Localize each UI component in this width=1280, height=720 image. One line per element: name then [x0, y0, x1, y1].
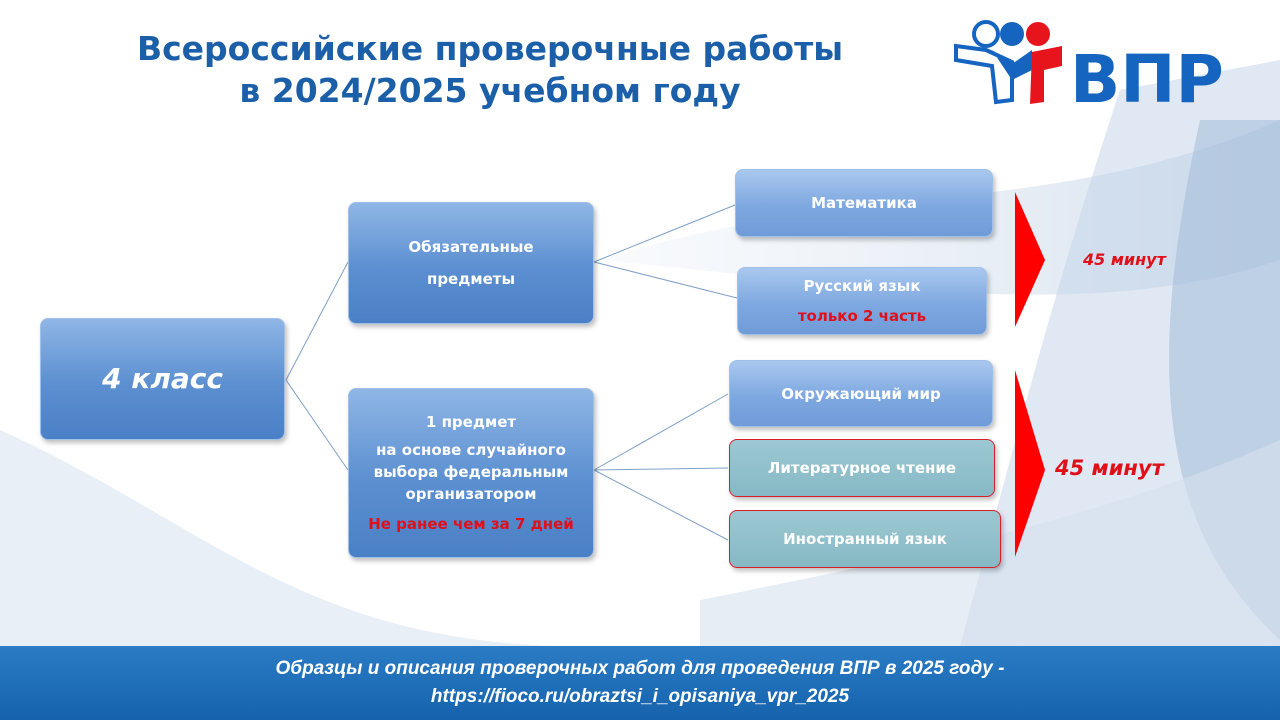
subject-label: Иностранный язык: [783, 530, 947, 548]
subject-note: только 2 часть: [797, 307, 927, 325]
group-label: 1 предмет: [425, 413, 517, 431]
arrow-bottom: [1015, 370, 1045, 557]
root-box-grade-4: 4 класс: [40, 318, 285, 440]
root-label: 4 класс: [102, 362, 223, 395]
svg-text:ВПР: ВПР: [1070, 41, 1222, 110]
subject-world: Окружающий мир: [729, 360, 993, 427]
subject-russian: Русский язык только 2 часть: [737, 267, 987, 335]
duration-bottom: 45 минут: [1055, 456, 1164, 480]
group-label: на основе случайного: [376, 441, 566, 459]
subject-label: Окружающий мир: [781, 384, 941, 403]
group-box-random: 1 предмет на основе случайного выбора фе…: [348, 388, 594, 558]
title-line-2: в 2024/2025 учебном году: [239, 71, 741, 110]
connector-lines: [285, 204, 738, 541]
footer-banner: Образцы и описания проверочных работ для…: [0, 646, 1280, 720]
group-label: предметы: [426, 270, 516, 288]
subject-label: Литературное чтение: [767, 459, 957, 477]
subject-label: Русский язык: [803, 277, 921, 295]
vpr-logo: ВПР: [954, 20, 1222, 110]
group-label: выбора федеральным: [373, 463, 569, 481]
footer-text: Образцы и описания проверочных работ для…: [275, 658, 1005, 679]
subject-foreign-language: Иностранный язык: [729, 510, 1001, 568]
subject-math: Математика: [735, 169, 993, 237]
arrow-top: [1015, 192, 1045, 327]
subject-label: Математика: [811, 194, 917, 212]
duration-top: 45 минут: [1083, 250, 1166, 269]
group-note: Не ранее чем за 7 дней: [368, 515, 574, 533]
page-title: Всероссийские проверочные работы в 2024/…: [90, 28, 890, 112]
footer-link[interactable]: https://fioco.ru/obraztsi_i_opisaniya_vp…: [430, 686, 850, 707]
group-label: организатором: [405, 485, 537, 503]
title-line-1: Всероссийские проверочные работы: [136, 29, 844, 68]
subject-literature: Литературное чтение: [729, 439, 995, 497]
group-label: Обязательные: [408, 238, 534, 256]
group-box-mandatory: Обязательные предметы: [348, 202, 594, 324]
